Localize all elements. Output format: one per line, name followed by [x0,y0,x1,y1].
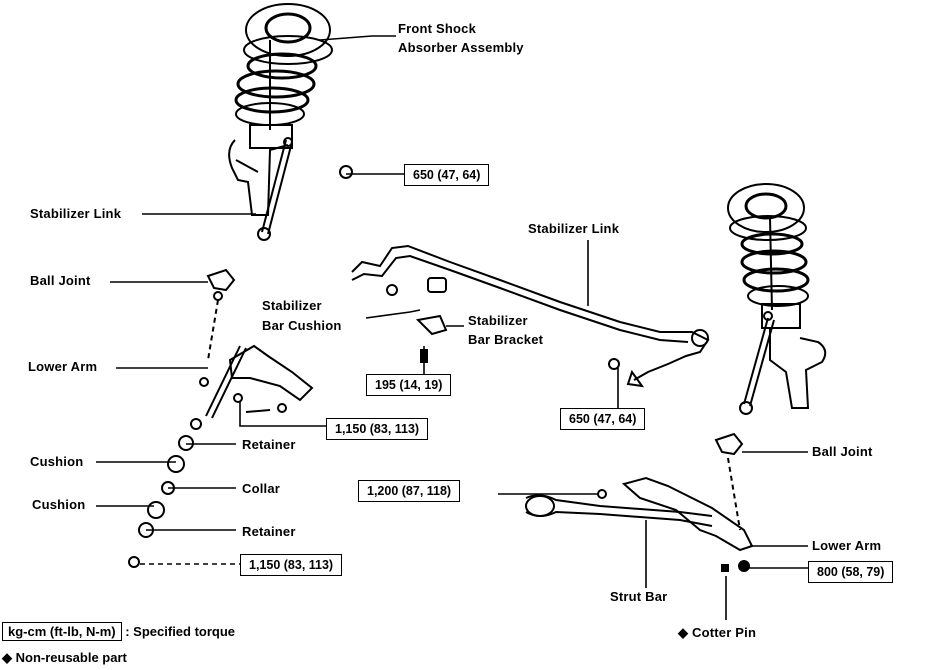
legend-non-reusable-text: Non-reusable part [15,650,127,665]
label-retainer-top: Retainer [242,437,296,452]
legend-torque-unit: kg-cm (ft-lb, N-m) : Specified torque [2,622,236,641]
legend-unit-text: : Specified torque [125,624,236,639]
label-stabilizer-bar-cushion-line1: Stabilizer [262,298,322,313]
torque-box-strut-bar-bolt: 1,200 (87, 118) [358,480,461,502]
label-cotter-pin: ◆ Cotter Pin [678,625,756,640]
legend-unit-box: kg-cm (ft-lb, N-m) [2,622,122,641]
legend-non-reusable: ◆ Non-reusable part [2,650,127,666]
label-retainer-bottom: Retainer [242,524,296,539]
non-reusable-diamond-icon: ◆ [678,625,689,640]
label-front-shock-line2: Absorber Assembly [398,40,524,55]
label-stabilizer-link-right: Stabilizer Link [528,221,620,236]
label-stabilizer-bar-bracket-line2: Bar Bracket [468,332,544,347]
cotter-pin-text: Cotter Pin [692,625,757,640]
label-strut-bar: Strut Bar [610,589,668,604]
torque-box-stab-link-top: 650 (47, 64) [404,164,490,186]
right-lower-arm-drawing [525,432,754,572]
leader-lines [96,35,808,620]
label-collar: Collar [242,481,281,496]
stabilizer-bar-drawing [339,165,710,388]
label-ball-joint-right: Ball Joint [812,444,873,459]
right-shock-absorber-drawing [727,183,827,415]
left-lower-arm-drawing [128,268,314,568]
label-lower-arm-left: Lower Arm [28,359,98,374]
torque-box-ball-joint-nut: 800 (58, 79) [808,561,894,583]
label-ball-joint-left: Ball Joint [30,273,91,288]
label-cushion-top: Cushion [30,454,84,469]
label-front-shock-line1: Front Shock [398,21,477,36]
label-stabilizer-link-left: Stabilizer Link [30,206,122,221]
label-stabilizer-bar-bracket-line1: Stabilizer [468,313,528,328]
torque-box-bracket-bolt: 195 (14, 19) [366,374,452,396]
torque-box-strut-bar-end-nut: 1,150 (83, 113) [240,554,343,576]
torque-box-lower-arm-bolt: 1,150 (83, 113) [326,418,429,440]
label-lower-arm-right: Lower Arm [812,538,882,553]
non-reusable-diamond-icon: ◆ [2,650,12,665]
torque-box-stab-link-right: 650 (47, 64) [560,408,646,430]
label-cushion-bottom: Cushion [32,497,86,512]
left-shock-absorber-drawing [228,3,333,241]
label-stabilizer-bar-cushion-line2: Bar Cushion [262,318,342,333]
